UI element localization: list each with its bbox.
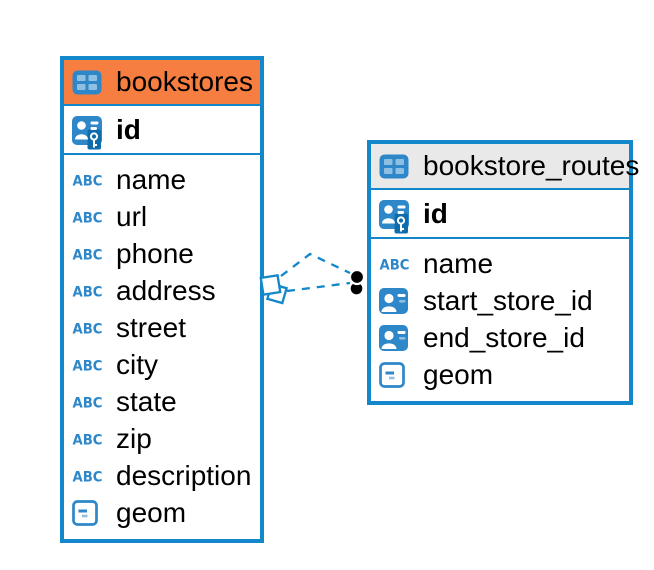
text-icon: ABC (72, 172, 108, 188)
svg-text:ABC: ABC (73, 210, 103, 225)
column-row-geom[interactable]: geom (64, 494, 260, 531)
column-row-url[interactable]: ABC url (64, 198, 260, 235)
column-row-phone[interactable]: ABC phone (64, 235, 260, 272)
text-icon: ABC (72, 394, 108, 410)
svg-text:ABC: ABC (73, 173, 103, 188)
entity-header[interactable]: bookstores (64, 60, 260, 106)
relationship-2-target-dot-marker (348, 268, 366, 286)
text-icon: ABC (72, 209, 108, 225)
text-icon: ABC (379, 256, 415, 272)
column-row-zip[interactable]: ABC zip (64, 420, 260, 457)
column-row-state[interactable]: ABC state (64, 383, 260, 420)
column-label: zip (116, 422, 152, 454)
relationship-2-line[interactable] (280, 252, 353, 277)
column-label: name (423, 247, 494, 279)
column-row-geom[interactable]: geom (371, 356, 629, 393)
text-icon: ABC (72, 357, 108, 373)
primary-key-icon (72, 115, 108, 149)
column-label: phone (116, 237, 194, 269)
column-label: name (116, 163, 187, 195)
text-icon: ABC (72, 320, 108, 336)
column-row-description[interactable]: ABC description (64, 457, 260, 494)
column-label: address (116, 274, 216, 306)
geometry-icon (72, 499, 108, 526)
svg-text:ABC: ABC (73, 247, 103, 262)
svg-text:ABC: ABC (73, 395, 103, 410)
column-row-id[interactable]: id (371, 190, 629, 239)
column-label: city (116, 348, 158, 380)
column-row-name[interactable]: ABC name (64, 161, 260, 198)
table-icon (379, 154, 415, 179)
column-label: id (116, 113, 141, 145)
relationship-1-source-square-marker (265, 282, 289, 305)
svg-text:ABC: ABC (73, 284, 103, 299)
column-label: end_store_id (423, 321, 585, 353)
relationship-1-line[interactable] (286, 281, 351, 293)
svg-text:ABC: ABC (380, 257, 410, 272)
svg-text:ABC: ABC (73, 321, 103, 336)
column-label: description (116, 459, 252, 491)
table-icon (72, 70, 108, 95)
text-icon: ABC (72, 468, 108, 484)
column-row-city[interactable]: ABC city (64, 346, 260, 383)
column-row-address[interactable]: ABC address (64, 272, 260, 309)
svg-text:ABC: ABC (73, 469, 103, 484)
entity-title: bookstores (116, 66, 253, 97)
column-row-id[interactable]: id (64, 106, 260, 155)
text-icon: ABC (72, 283, 108, 299)
column-row-street[interactable]: ABC street (64, 309, 260, 346)
column-label: state (116, 385, 177, 417)
column-row-name[interactable]: ABC name (371, 245, 629, 282)
column-label: url (116, 200, 148, 232)
geometry-icon (379, 361, 415, 388)
primary-key-icon (379, 199, 415, 233)
entity-header[interactable]: bookstore_routes (371, 144, 639, 190)
column-row-end_store_id[interactable]: end_store_id (371, 319, 629, 356)
column-row-start_store_id[interactable]: start_store_id (371, 282, 629, 319)
column-label: id (423, 197, 448, 229)
column-label: geom (116, 496, 187, 528)
reference-icon (379, 287, 415, 314)
reference-icon (379, 324, 415, 351)
svg-text:ABC: ABC (73, 358, 103, 373)
svg-text:ABC: ABC (73, 432, 103, 447)
column-label: geom (423, 358, 494, 390)
text-icon: ABC (72, 246, 108, 262)
entity-title: bookstore_routes (423, 150, 640, 181)
column-label: start_store_id (423, 284, 593, 316)
relationship-1-target-dot-marker (350, 282, 363, 295)
column-label: street (116, 311, 187, 343)
text-icon: ABC (72, 431, 108, 447)
